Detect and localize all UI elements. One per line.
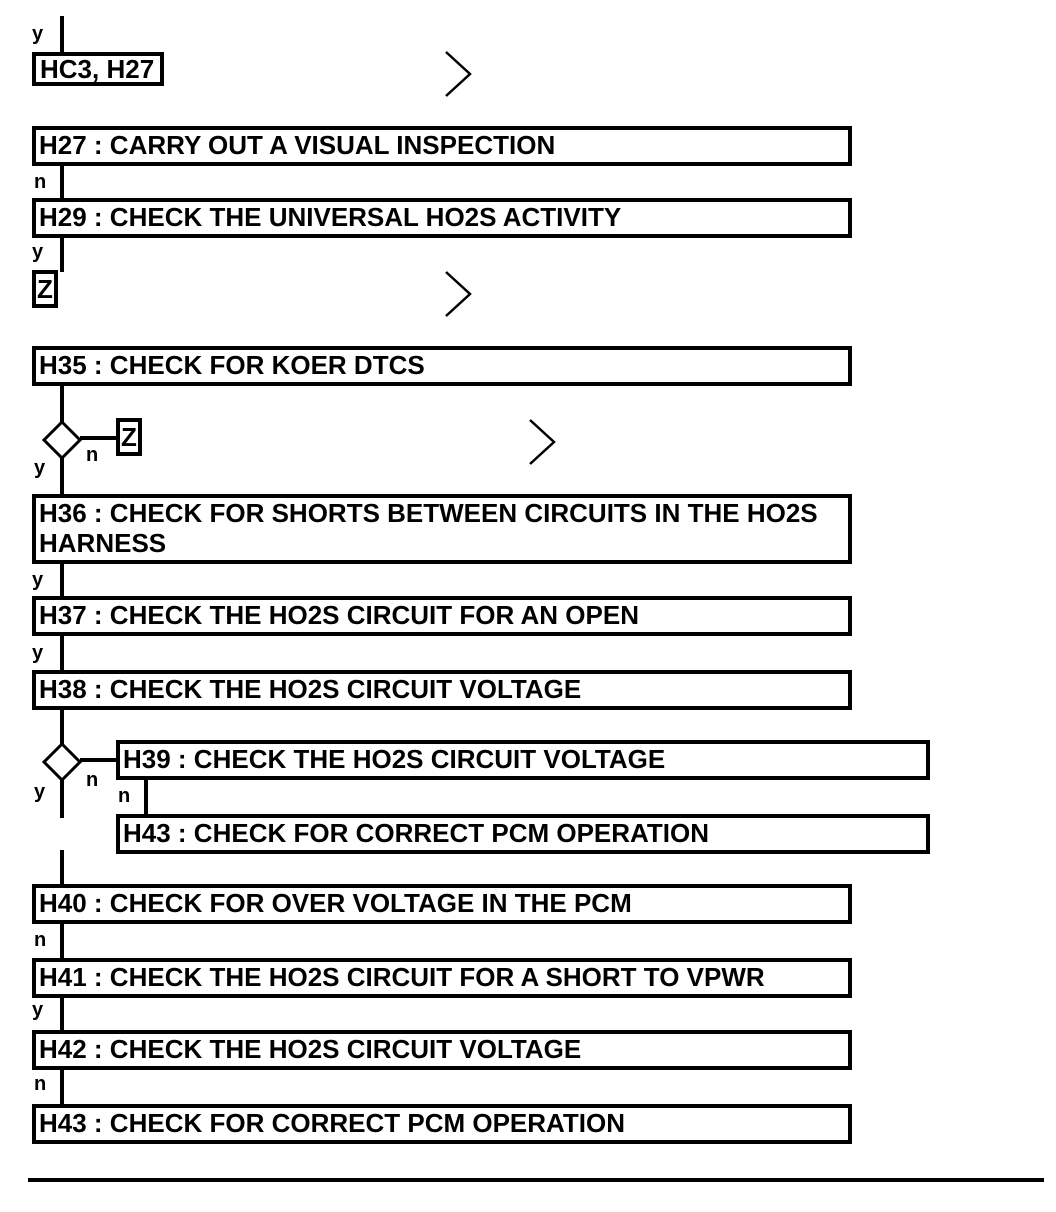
bottom-rule	[28, 1178, 1044, 1182]
edge-label-h40-h41: n	[34, 929, 47, 951]
step-h40[interactable]: H40 : CHECK FOR OVER VOLTAGE IN THE PCM	[32, 884, 852, 924]
z-marker-box-branch[interactable]: Z	[116, 418, 142, 456]
connector-h35-decision	[60, 384, 64, 424]
connector-h41-h42	[60, 994, 64, 1034]
step-h36[interactable]: H36 : CHECK FOR SHORTS BETWEEN CIRCUITS …	[32, 494, 852, 564]
connector-h40-h41	[60, 922, 64, 962]
step-h35[interactable]: H35 : CHECK FOR KOER DTCS	[32, 346, 852, 386]
edge-label-h41-h42: y	[32, 999, 44, 1021]
connector-decision-down	[60, 778, 64, 818]
z-marker-box[interactable]: Z	[32, 270, 58, 308]
step-h43-branch[interactable]: H43 : CHECK FOR CORRECT PCM OPERATION	[116, 814, 930, 854]
edge-label-h27-h29: n	[34, 171, 47, 193]
edge-label-decision1-y: y	[34, 457, 46, 479]
connector-h27-h29	[60, 164, 64, 202]
connector-continue-h40	[60, 850, 64, 888]
edge-label-top: y	[32, 23, 44, 45]
step-h42[interactable]: H42 : CHECK THE HO2S CIRCUIT VOLTAGE	[32, 1030, 852, 1070]
edge-label-h37-h38: y	[32, 642, 44, 664]
edge-label-decision2-n: n	[86, 769, 99, 791]
connector-decision1-z	[80, 436, 120, 440]
edge-label-decision1-n: n	[86, 444, 99, 466]
connector-decision-h36	[60, 456, 64, 498]
step-h41[interactable]: H41 : CHECK THE HO2S CIRCUIT FOR A SHORT…	[32, 958, 852, 998]
step-h27[interactable]: H27 : CARRY OUT A VISUAL INSPECTION	[32, 126, 852, 166]
connector-decision2-h39	[80, 758, 120, 762]
edge-label-h36-h37: y	[32, 569, 44, 591]
chevron-right-icon[interactable]	[445, 51, 472, 97]
connector-h42-h43	[60, 1068, 64, 1108]
connector-h39-h43	[144, 778, 148, 818]
connector-h37-h38	[60, 634, 64, 674]
edge-label-h42-h43: n	[34, 1073, 47, 1095]
connector-h36-h37	[60, 562, 64, 600]
decision-diamond-icon	[41, 741, 83, 783]
connector-h29-z	[60, 236, 64, 272]
connector-h38-decision	[60, 708, 64, 746]
chevron-right-icon[interactable]	[445, 271, 472, 317]
step-h43[interactable]: H43 : CHECK FOR CORRECT PCM OPERATION	[32, 1104, 852, 1144]
reference-box[interactable]: HC3, H27	[32, 52, 164, 86]
edge-label-h39-h43: n	[118, 785, 131, 807]
edge-label-decision2-y: y	[34, 781, 46, 803]
edge-label-h29-z: y	[32, 241, 44, 263]
decision-diamond-icon	[41, 419, 83, 461]
step-h38[interactable]: H38 : CHECK THE HO2S CIRCUIT VOLTAGE	[32, 670, 852, 710]
step-h37[interactable]: H37 : CHECK THE HO2S CIRCUIT FOR AN OPEN	[32, 596, 852, 636]
step-h29[interactable]: H29 : CHECK THE UNIVERSAL HO2S ACTIVITY	[32, 198, 852, 238]
connector-top	[60, 16, 64, 56]
chevron-right-icon[interactable]	[529, 419, 556, 465]
step-h39[interactable]: H39 : CHECK THE HO2S CIRCUIT VOLTAGE	[116, 740, 930, 780]
